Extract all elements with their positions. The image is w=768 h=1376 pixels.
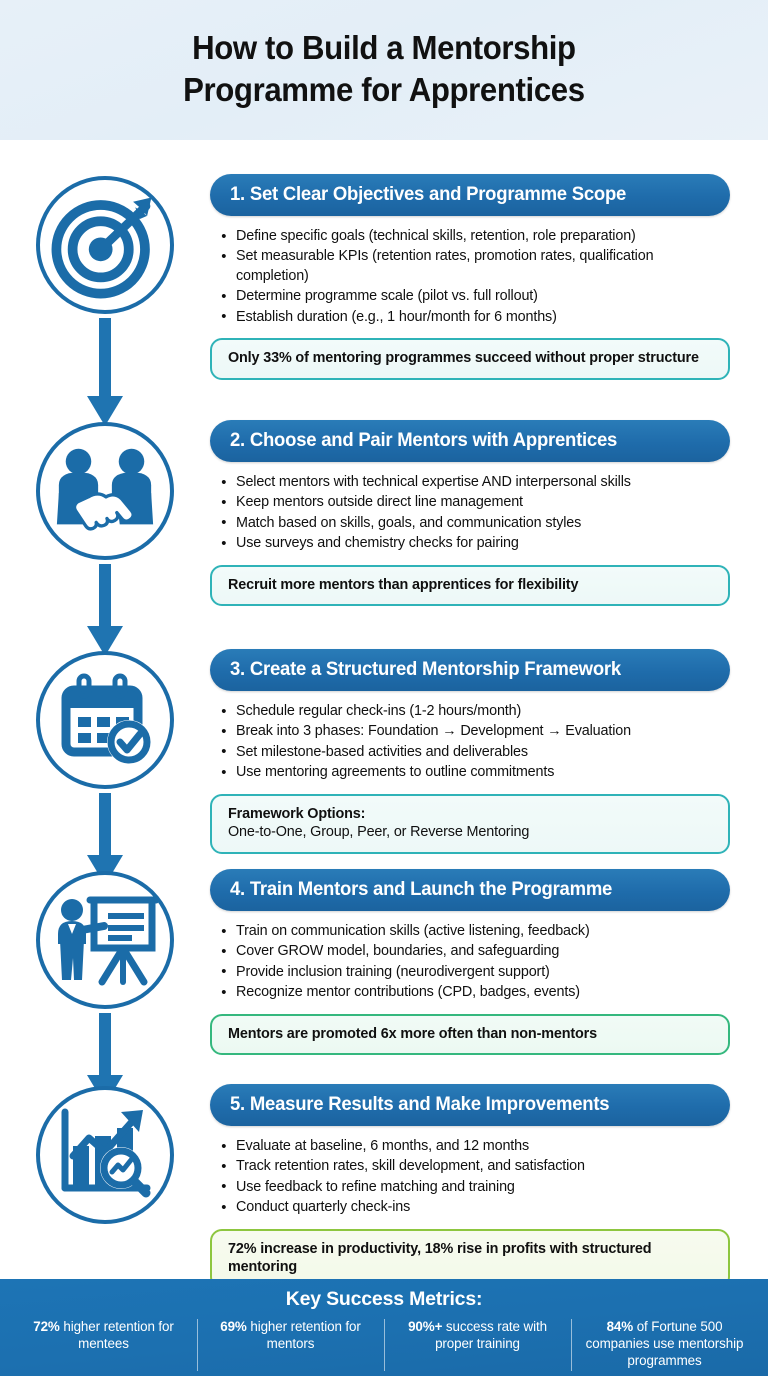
flow-arrow-3-to-4 [83,793,127,885]
step-2-content: 2. Choose and Pair Mentors with Apprenti… [210,416,768,607]
calendar-check-icon-art [61,673,151,764]
metric-1: 72% higher retention for mentees [10,1318,197,1352]
flow-arrow-2-to-3 [83,564,127,656]
calendar-check-icon [36,651,174,789]
list-item: Set milestone-based activities and deliv… [221,742,723,762]
step-5: 5. Measure Results and Make Improvements… [0,1080,768,1290]
down-arrow-connector-art [87,793,123,885]
step-3-bullet-list: Schedule regular check-ins (1-2 hours/mo… [210,701,730,783]
step-2-title-banner: 2. Choose and Pair Mentors with Apprenti… [210,420,730,462]
list-item: Conduct quarterly check-ins [221,1198,723,1218]
footer-metrics-band: Key Success Metrics: 72% higher retentio… [0,1279,768,1376]
trainer-presentation-icon [36,871,174,1009]
trainer-presentation-icon-art [58,896,158,986]
metric-4: 84% of Fortune 500 companies use mentors… [571,1318,758,1372]
flow-arrow-1-to-2 [83,318,127,426]
metric-3-value: 90%+ [408,1319,443,1334]
metric-4-value: 84% [606,1319,634,1334]
step-5-title: 5. Measure Results and Make Improvements [230,1094,610,1115]
target-arrow-icon [36,176,174,314]
list-item: Recognize mentor contributions (CPD, bad… [221,983,723,1003]
footer-title: Key Success Metrics: [285,1288,483,1310]
list-item: Set measurable KPIs (retention rates, pr… [221,247,723,286]
down-arrow-connector-art [87,564,123,656]
list-item: Match based on skills, goals, and commun… [221,513,723,533]
step-5-icon-column [0,1080,210,1289]
metric-3: 90%+ success rate with proper training [384,1318,571,1372]
step-4-title-banner: 4. Train Mentors and Launch the Programm… [210,869,730,911]
step-1-title: 1. Set Clear Objectives and Programme Sc… [230,184,627,205]
step-3-icon-column [0,645,210,885]
step-2-callout: Recruit more mentors than apprentices fo… [210,564,730,607]
list-item: Establish duration (e.g., 1 hour/month f… [221,307,723,327]
handshake-people-icon [36,422,174,560]
callout-line-primary: Only 33% of mentoring programmes succeed… [228,350,699,367]
step-1-icon-column [0,170,210,426]
step-2-bullet-list: Select mentors with technical expertise … [210,472,730,554]
step-4-content: 4. Train Mentors and Launch the Programm… [210,865,768,1056]
list-item: Track retention rates, skill development… [221,1157,723,1177]
metric-1-label: higher retention for mentees [59,1319,174,1352]
step-2: 2. Choose and Pair Mentors with Apprenti… [0,416,768,656]
callout-line-primary: Framework Options: [228,805,366,822]
step-1: 1. Set Clear Objectives and Programme Sc… [0,170,768,426]
callout-line-secondary: One-to-One, Group, Peer, or Reverse Ment… [228,824,530,841]
step-2-title: 2. Choose and Pair Mentors with Apprenti… [230,430,618,451]
list-item: Use surveys and chemistry checks for pai… [221,534,723,554]
list-item: Use mentoring agreements to outline comm… [221,763,723,783]
metric-1-value: 72% [33,1319,60,1334]
handshake-people-icon-art [56,448,154,531]
metric-2: 69% higher retention for mentors [197,1318,384,1372]
callout-line-primary: 72% increase in productivity, 18% rise i… [228,1240,652,1276]
step-3-content: 3. Create a Structured Mentorship Framew… [210,645,768,855]
list-item: Cover GROW model, boundaries, and safegu… [221,942,723,962]
callout-line-primary: Recruit more mentors than apprentices fo… [228,576,579,593]
step-3: 3. Create a Structured Mentorship Framew… [0,645,768,885]
step-1-bullet-list: Define specific goals (technical skills,… [210,226,730,327]
step-4: 4. Train Mentors and Launch the Programm… [0,865,768,1105]
header-band: How to Build a Mentorship Programme for … [0,0,768,140]
growth-chart-magnifier-icon-art [61,1108,151,1198]
steps-container: 1. Set Clear Objectives and Programme Sc… [0,140,768,1290]
step-5-callout: 72% increase in productivity, 18% rise i… [210,1228,730,1290]
metric-3-label: success rate with proper training [435,1319,547,1352]
step-5-content: 5. Measure Results and Make Improvements… [210,1080,768,1290]
metric-2-label: higher retention for mentors [246,1319,361,1352]
list-item: Determine programme scale (pilot vs. ful… [221,287,723,307]
step-3-title-banner: 3. Create a Structured Mentorship Framew… [210,649,730,691]
growth-chart-magnifier-icon [36,1086,174,1224]
step-3-title: 3. Create a Structured Mentorship Framew… [230,659,621,680]
step-4-bullet-list: Train on communication skills (active li… [210,921,730,1003]
callout-line-primary: Mentors are promoted 6x more often than … [228,1025,597,1042]
target-arrow-icon-art [51,197,152,299]
list-item: Use feedback to refine matching and trai… [221,1177,723,1197]
step-5-bullet-list: Evaluate at baseline, 6 months, and 12 m… [210,1136,730,1218]
metric-2-value: 69% [220,1319,247,1334]
list-item: Select mentors with technical expertise … [221,472,723,492]
list-item: Train on communication skills (active li… [221,921,723,941]
step-4-callout: Mentors are promoted 6x more often than … [210,1013,730,1056]
list-item: Define specific goals (technical skills,… [221,226,723,246]
step-4-title: 4. Train Mentors and Launch the Programm… [230,879,613,900]
list-item: Evaluate at baseline, 6 months, and 12 m… [221,1136,723,1156]
list-item: Schedule regular check-ins (1-2 hours/mo… [221,701,723,721]
page-title: How to Build a Mentorship Programme for … [183,30,585,109]
step-1-content: 1. Set Clear Objectives and Programme Sc… [210,170,768,380]
step-5-title-banner: 5. Measure Results and Make Improvements [210,1084,730,1126]
down-arrow-connector-art [87,318,123,426]
list-item: Keep mentors outside direct line managem… [221,493,723,513]
step-1-title-banner: 1. Set Clear Objectives and Programme Sc… [210,174,730,216]
step-4-icon-column [0,865,210,1105]
list-item: Break into 3 phases: Foundation → Develo… [221,722,723,742]
metric-4-label: of Fortune 500 companies use mentorship … [585,1319,744,1369]
step-3-callout: Framework Options: One-to-One, Group, Pee… [210,793,730,855]
step-2-icon-column [0,416,210,656]
step-1-callout: Only 33% of mentoring programmes succeed… [210,338,730,380]
list-item: Provide inclusion training (neurodiverge… [221,962,723,982]
